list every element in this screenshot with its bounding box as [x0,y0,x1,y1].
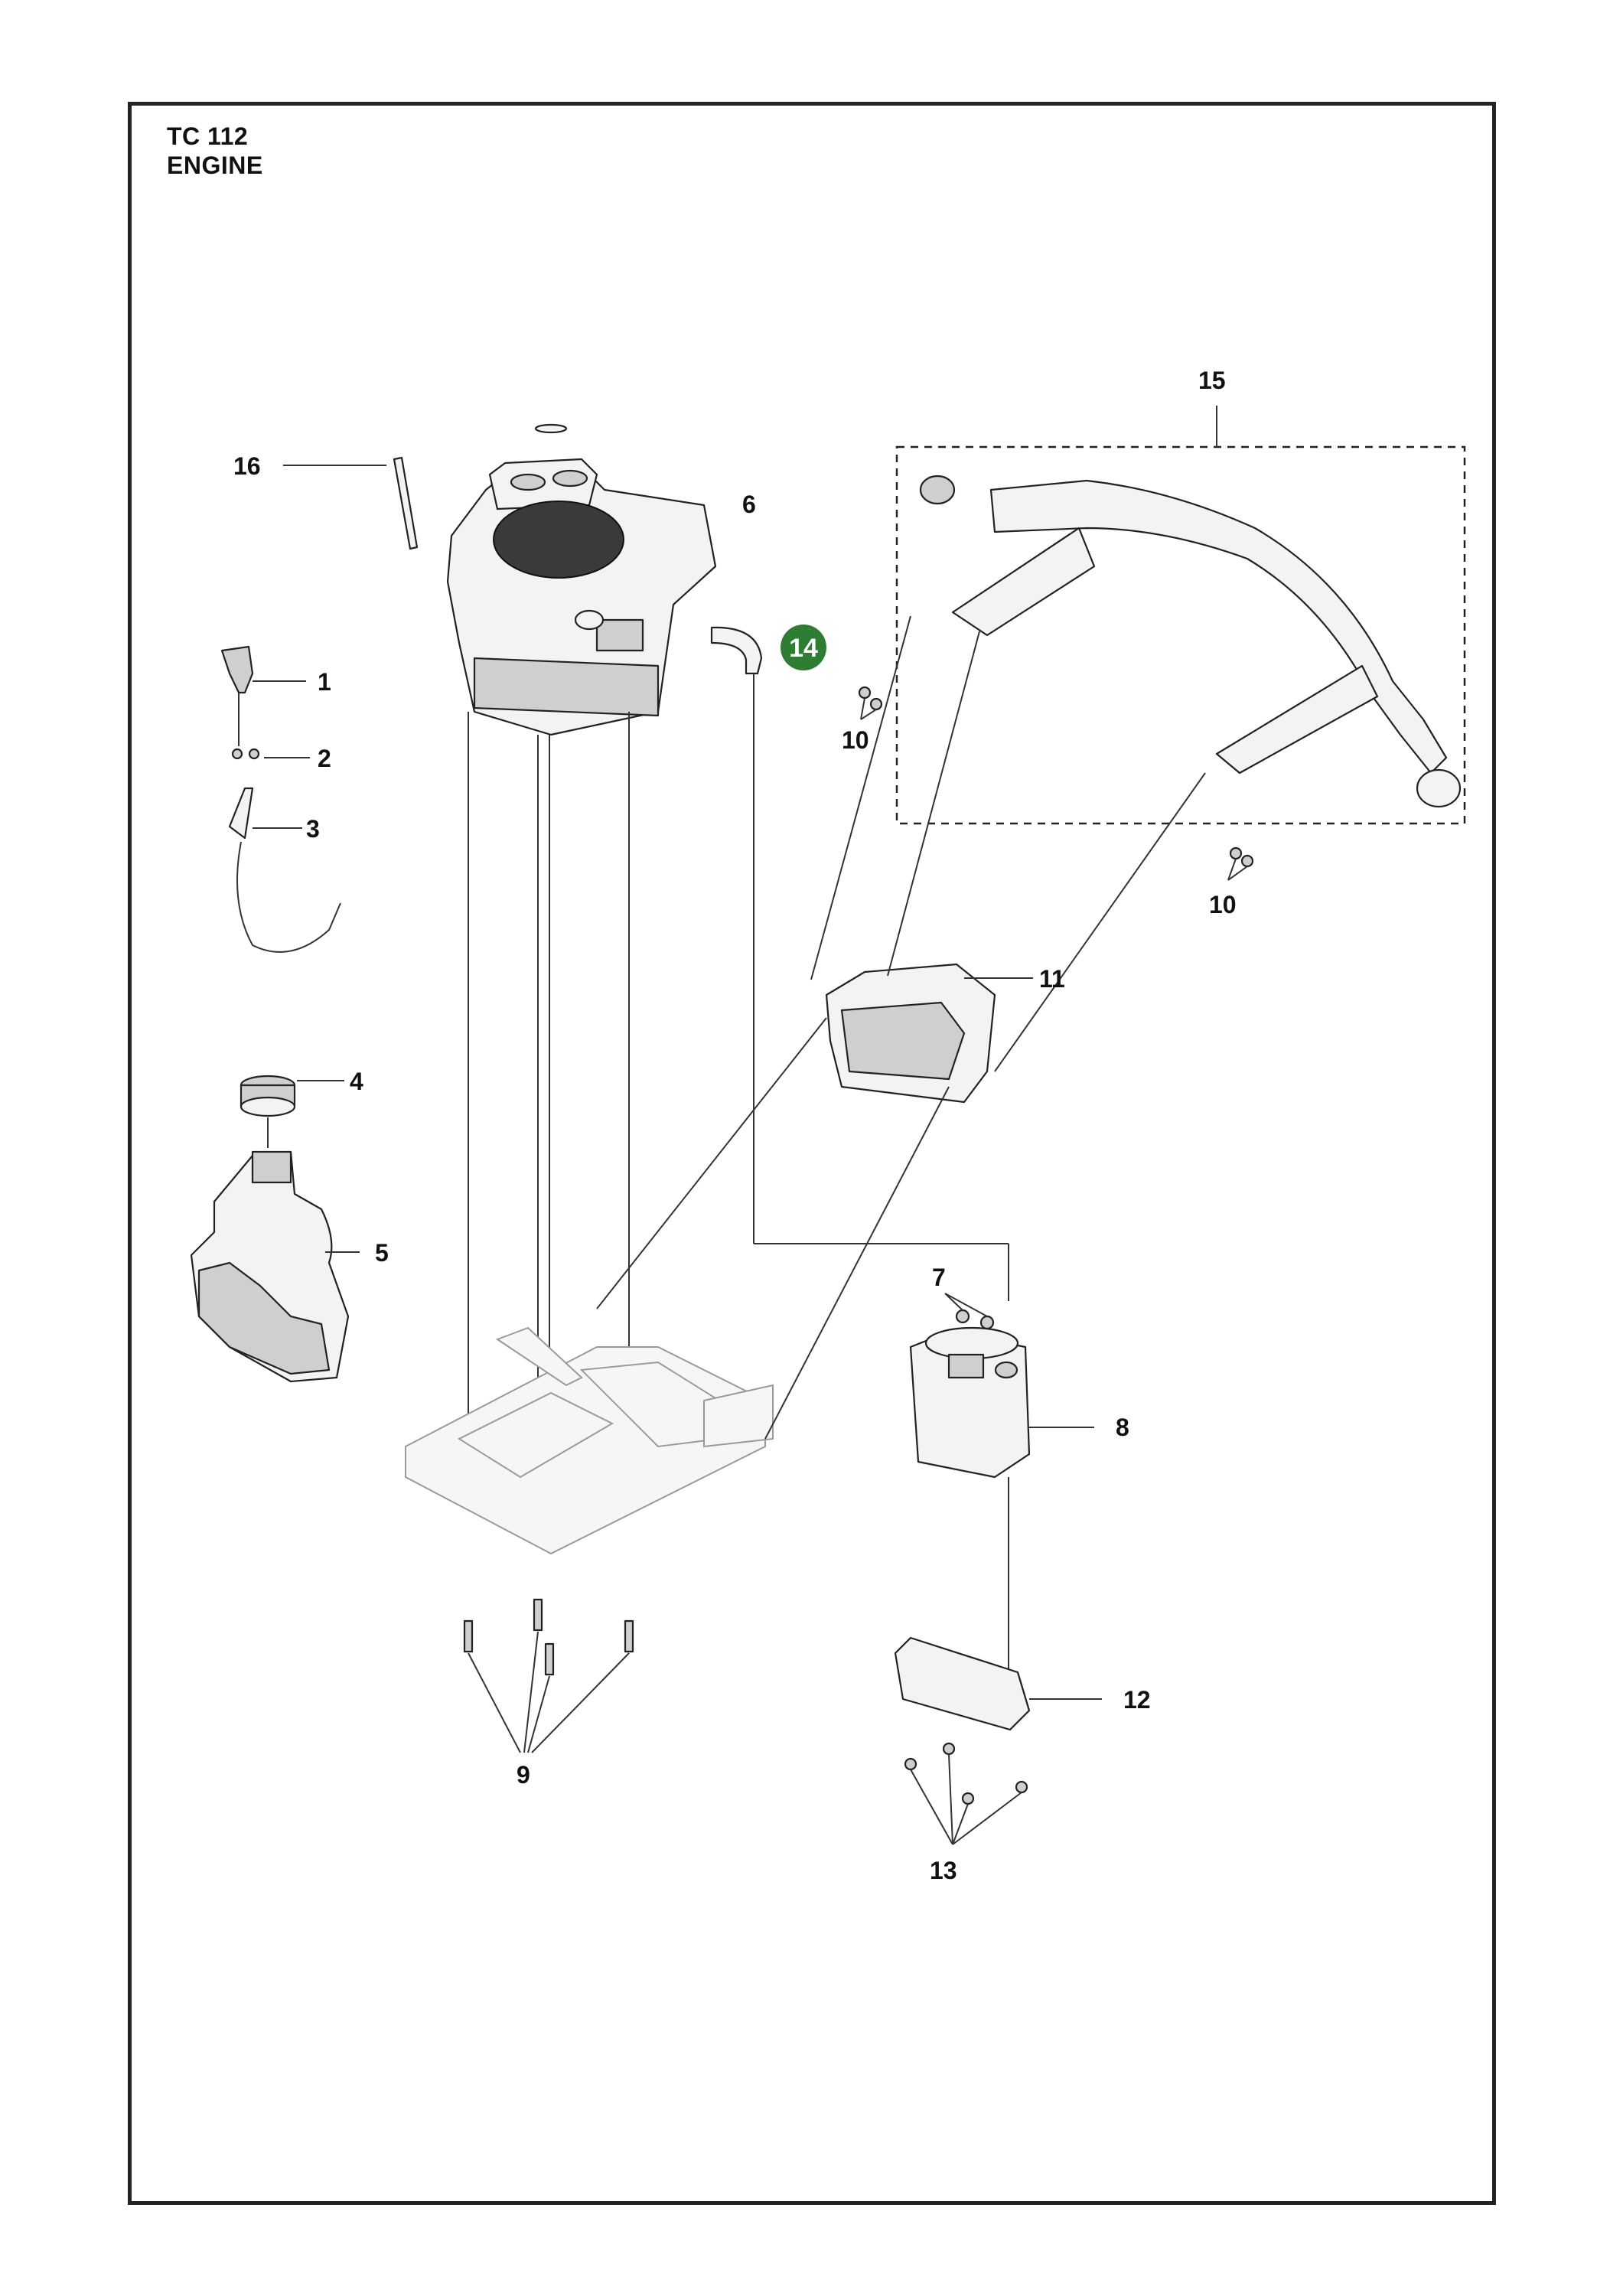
section-title: ENGINE [167,152,263,179]
callout-13: 13 [930,1857,957,1884]
air-duct-icon [825,963,996,1104]
assembly-15-box [895,445,1466,825]
callout-16: 16 [233,452,261,480]
callout-15: 15 [1198,367,1226,394]
exhaust-pipe-icon [919,475,1462,808]
nuts-13 [904,1742,1028,1845]
engine-icon [446,423,717,736]
engine-plate-icon [405,1326,774,1555]
callout-9: 9 [517,1761,530,1789]
throttle-knob-icon [220,645,254,694]
nuts-10a [858,686,883,720]
callout-10-upper: 10 [842,726,869,754]
callout-3: 3 [306,815,320,843]
callout-10-lower: 10 [1209,891,1237,918]
callout-2: 2 [318,745,331,772]
nuts-10b [1227,846,1254,881]
callout-5: 5 [375,1239,389,1267]
diagram-frame [128,102,1496,2205]
hose-icon [710,626,763,675]
callout-11: 11 [1039,965,1065,993]
callout-12: 12 [1123,1686,1151,1714]
callout-1: 1 [318,668,331,696]
dipstick-icon [393,456,419,550]
callout-14: 14 [789,634,818,663]
callout-7: 7 [932,1264,946,1291]
callout-8: 8 [1116,1414,1129,1441]
muffler-icon [909,1326,1031,1479]
fuel-tank-icon [190,1150,350,1383]
bolts-9 [463,1598,634,1753]
fuel-cap-icon [240,1075,296,1117]
throttle-cable [228,693,341,953]
heat-shield-icon [894,1636,1031,1731]
highlight-badge [781,625,826,670]
screws-7 [944,1293,995,1330]
callout-4: 4 [350,1068,363,1095]
callout-6: 6 [742,491,756,518]
callout-14-highlight[interactable]: 14 [781,625,826,670]
model-title: TC 112 [167,122,249,150]
